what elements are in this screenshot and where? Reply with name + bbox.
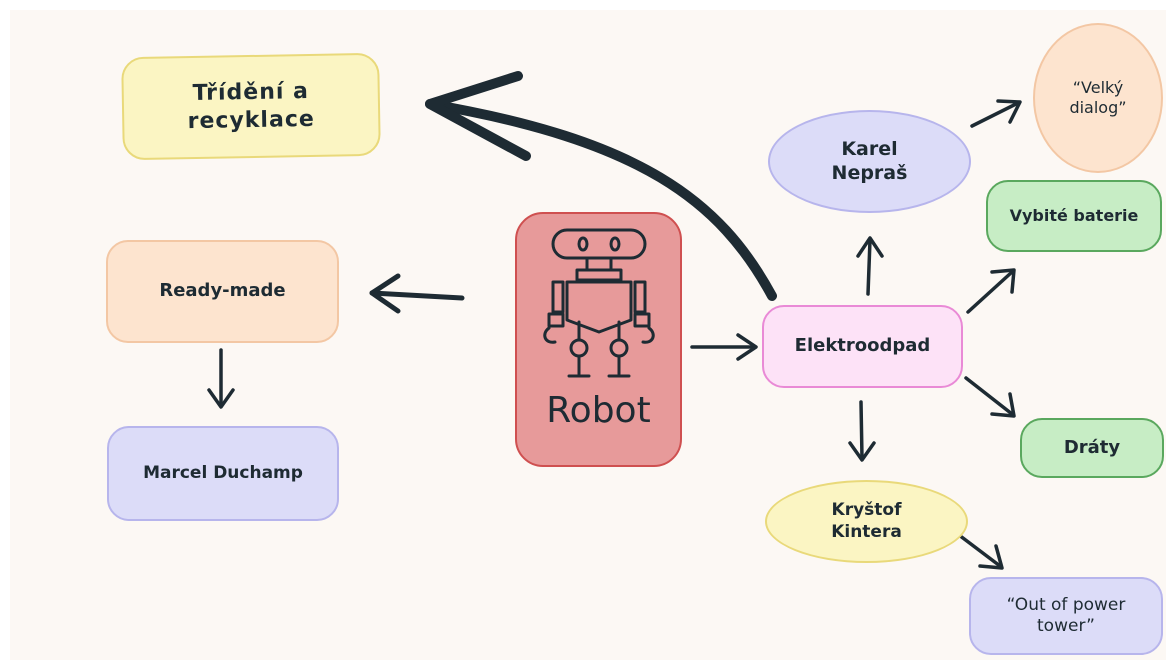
node-vybite-baterie[interactable]: Vybité baterie xyxy=(986,180,1162,252)
robot-icon xyxy=(542,228,655,378)
node-trideni-a-recyklace[interactable]: Třídění a recyklace xyxy=(121,52,381,161)
node-robot[interactable]: Robot xyxy=(515,212,682,467)
node-velky-dialog[interactable]: “Velký dialog” xyxy=(1033,23,1163,173)
node-ready-made[interactable]: Ready-made xyxy=(106,240,339,343)
node-out-of-power-tower[interactable]: “Out of power tower” xyxy=(969,577,1163,655)
node-kristof-kintera[interactable]: Kryštof Kintera xyxy=(765,480,968,563)
node-marcel-duchamp[interactable]: Marcel Duchamp xyxy=(107,426,339,521)
node-elektroodpad[interactable]: Elektroodpad xyxy=(762,305,963,388)
node-draty[interactable]: Dráty xyxy=(1020,418,1164,478)
robot-label: Robot xyxy=(546,390,651,431)
node-karel-nepras[interactable]: Karel Nepraš xyxy=(768,110,971,213)
